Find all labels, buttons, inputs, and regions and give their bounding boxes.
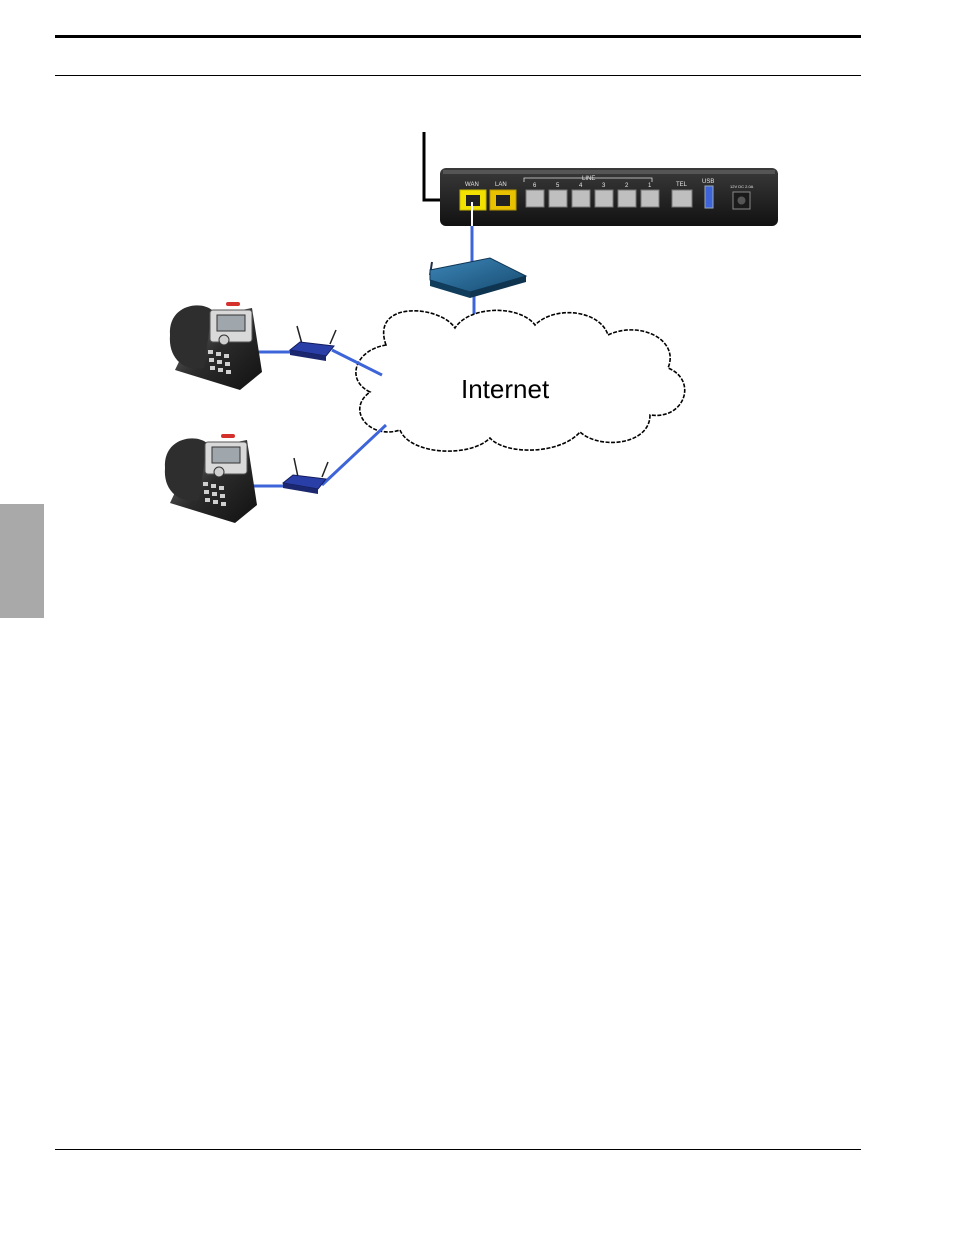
wireless-router-1 bbox=[290, 326, 336, 361]
power-label: 12V DC 2.0A bbox=[730, 184, 754, 189]
line-port-3 bbox=[595, 190, 613, 207]
lan-label: LAN bbox=[495, 182, 507, 188]
phone2-key bbox=[220, 494, 225, 498]
line-port-1 bbox=[641, 190, 659, 207]
wireless-router-2 bbox=[283, 458, 328, 494]
phone2-display bbox=[212, 447, 240, 463]
wan-label: WAN bbox=[465, 182, 479, 188]
phone2-key bbox=[211, 484, 216, 488]
phone1-key bbox=[208, 350, 213, 354]
phone2-key bbox=[213, 500, 218, 504]
router1-antenna-left bbox=[297, 326, 302, 344]
phone1-key bbox=[209, 358, 214, 362]
phone2-key bbox=[203, 482, 208, 486]
phone1-display bbox=[217, 315, 245, 331]
router2-antenna-left bbox=[294, 458, 298, 477]
router1-antenna-right bbox=[330, 330, 336, 344]
ip-phone-1 bbox=[170, 302, 262, 390]
tel-label: TEL bbox=[676, 182, 688, 188]
phone1-key bbox=[216, 352, 221, 356]
internet-cloud: Internet bbox=[356, 310, 685, 451]
voip-gateway-device: WAN LAN LINE 6 5 4 3 2 1 TEL USB bbox=[440, 168, 778, 226]
callout-leader-line bbox=[424, 132, 440, 200]
broadband-modem bbox=[430, 258, 526, 298]
router2-antenna-right bbox=[322, 462, 328, 477]
phone1-key bbox=[218, 368, 223, 372]
gateway-top-edge bbox=[443, 170, 775, 174]
lan-port bbox=[496, 195, 510, 206]
phone1-nav-key bbox=[219, 335, 229, 345]
phone1-key bbox=[210, 366, 215, 370]
phone1-key bbox=[217, 360, 222, 364]
phone2-key bbox=[205, 498, 210, 502]
phone2-key bbox=[212, 492, 217, 496]
line-port-2 bbox=[618, 190, 636, 207]
phone2-key bbox=[219, 486, 224, 490]
power-jack-hole bbox=[738, 197, 746, 205]
phone1-key bbox=[225, 362, 230, 366]
line-label: LINE bbox=[582, 176, 595, 182]
usb-port bbox=[705, 186, 713, 208]
ip-phone-2 bbox=[165, 434, 257, 523]
line-port-4 bbox=[572, 190, 590, 207]
phone2-indicator bbox=[221, 434, 235, 438]
link-router2-internet bbox=[322, 425, 386, 485]
phone2-nav-key bbox=[214, 467, 224, 477]
phone1-key bbox=[226, 370, 231, 374]
tel-port bbox=[672, 190, 692, 207]
line-port-6 bbox=[526, 190, 544, 207]
line-port-5 bbox=[549, 190, 567, 207]
internet-label: Internet bbox=[461, 374, 550, 404]
phone1-indicator bbox=[226, 302, 240, 306]
phone2-key bbox=[204, 490, 209, 494]
usb-label: USB bbox=[702, 179, 714, 185]
phone2-key bbox=[221, 502, 226, 506]
phone1-key bbox=[224, 354, 229, 358]
